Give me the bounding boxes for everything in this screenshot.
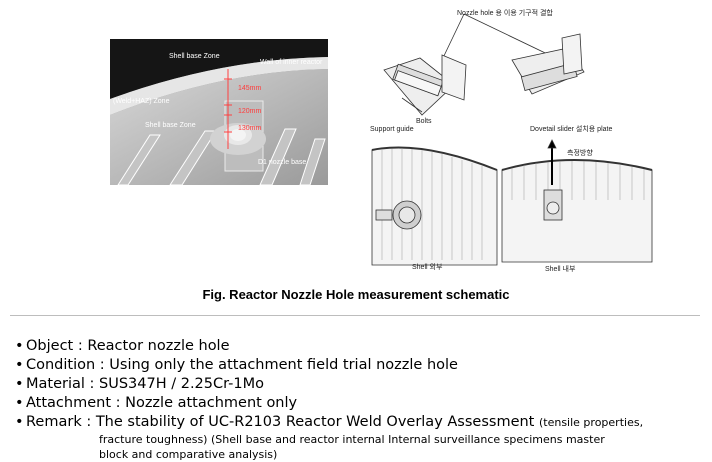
divider [10,315,700,316]
label-measure-direction: 측정방향 [567,150,593,157]
nozzle-attachment-drawings: Nozzle hole 용 이용 기구적 결합 Bolts Support gu… [362,0,712,280]
info-bullet-list: •Object : Reactor nozzle hole •Condition… [15,337,705,462]
label-dim-120: 120mm [238,108,262,115]
reactor-interior-illustration [110,39,328,185]
label-shell-inside: Shell 내부 [545,266,576,273]
bullet-dot: • [15,395,24,411]
remark-line-2: fracture toughness) (Shell base and reac… [99,433,605,446]
label-weld-haz: (Weld+HAZ) Zone [113,98,170,105]
label-bolts: Bolts [416,118,432,125]
bullet-material: •Material : SUS347H / 2.25Cr-1Mo [15,375,705,394]
bullet-dot: • [15,414,24,430]
label-support-guide: Support guide [370,126,414,133]
condition-text: Condition : Using only the attachment fi… [26,357,458,373]
remark-line-3: block and comparative analysis) [99,448,278,461]
label-dim-145: 145mm [238,85,262,92]
label-dovetail-slider: Dovetail slider 설치용 plate [530,126,613,133]
bullet-remark: •Remark : The stability of UC-R2103 Reac… [15,413,705,432]
attachment-schematics [371,13,653,266]
remark-text: Remark : The stability of UC-R2103 React… [26,414,539,430]
label-dim-130: 130mm [238,125,262,132]
label-wall-inner-reactor: Wall of inner reactor [260,59,323,66]
label-shell-base-top: Shell base Zone [169,53,220,60]
bullet-object: •Object : Reactor nozzle hole [15,337,705,356]
label-d1-nozzle-base: D1 nozzle base [258,159,307,166]
bullet-attachment: •Attachment : Nozzle attachment only [15,394,705,413]
bullet-condition: •Condition : Using only the attachment f… [15,356,705,375]
reactor-nozzle-photo: Shell base Zone Wall of inner reactor 14… [110,39,328,185]
bullet-dot: • [15,338,24,354]
attachment-text: Attachment : Nozzle attachment only [26,395,298,411]
label-shell-outside: Shell 외부 [412,264,443,271]
label-nozzle-hole-coupling: Nozzle hole 용 이용 기구적 결합 [457,10,553,17]
figure-caption: Fig. Reactor Nozzle Hole measurement sch… [202,287,510,302]
object-text: Object : Reactor nozzle hole [26,338,230,354]
bullet-dot: • [15,376,24,392]
bullet-dot: • [15,357,24,373]
material-text: Material : SUS347H / 2.25Cr-1Mo [26,376,264,392]
remark-small-text: (tensile properties, [538,416,644,429]
label-shell-base-bottom: Shell base Zone [145,122,196,129]
